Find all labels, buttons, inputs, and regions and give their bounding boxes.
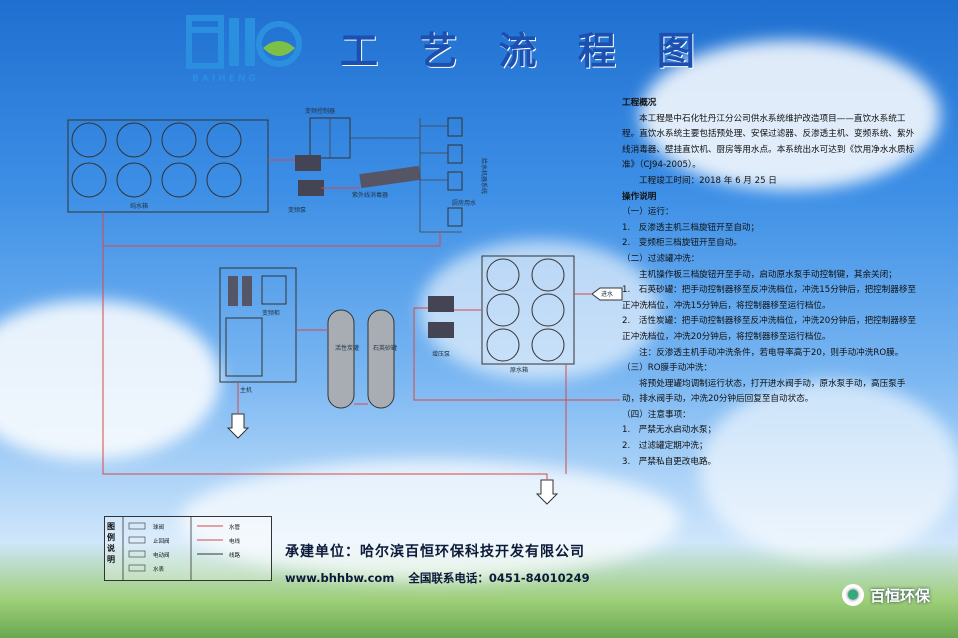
raw-water-tank: 原水箱 [481, 255, 575, 374]
notes-heading-operation: 操作说明 [622, 191, 657, 202]
cloud [180, 460, 680, 580]
label-booster-pump: 增压泵 [432, 350, 450, 358]
label-vf-pump: 变频泵 [288, 206, 306, 214]
cloud [700, 380, 958, 560]
brand-watermark: ● 百恒环保 [841, 584, 930, 606]
legend-item: 水管 [229, 525, 241, 531]
website-link[interactable]: www.bhhbw.com [285, 571, 395, 585]
notes-item: 2. 活性炭罐：把手动控制器移至反冲洗档位，冲洗20分钟后，把控制器移至正冲洗档… [622, 316, 917, 342]
company-logo [185, 12, 305, 92]
notes-item: 2. 过滤罐定期冲洗； [622, 441, 708, 452]
cloud [0, 300, 220, 460]
label-raw-water-tank: 原水箱 [510, 366, 528, 374]
notes-section: （四）注意事项： [622, 409, 691, 420]
notes-section: （二）过滤罐冲洗： [622, 253, 700, 264]
notes-item: 1. 反渗透主机三档旋钮开至自动； [622, 222, 760, 233]
brand-name: 百恒环保 [869, 586, 930, 605]
legend-item: 电动阀 [153, 553, 170, 559]
label-main-machine: 主机 [240, 386, 252, 394]
legend-item: 电线 [229, 539, 241, 545]
label-activated-carbon: 活性炭罐 [335, 344, 359, 352]
notes-completion-date: 工程竣工时间：2018 年 6 月 25 日 [639, 175, 777, 186]
wechat-icon: ● [841, 584, 864, 606]
label-right-2: 厨房用水 [452, 199, 476, 207]
pump-icon [295, 155, 321, 171]
notes-item: 3. 严禁私自更改电路。 [622, 456, 717, 467]
uv-sterilizer-icon [359, 165, 421, 189]
label-inlet: 进水 [601, 290, 613, 298]
notes-overview-text: 本工程是中石化牡丹江分公司供水系统维护改造项目——直饮水系统工程。直饮水系统主要… [622, 113, 915, 171]
contact-line: www.bhhbw.com 全国联系电话：0451-84010249 [285, 570, 600, 586]
legend-item: 水表 [153, 567, 165, 573]
label-pure-water-tank: 纯水箱 [130, 202, 148, 210]
notes-note: 注：反渗透主机手动冲洗条件，若电导率高于20，则手动冲洗RO膜。 [639, 347, 904, 358]
pump-icon [298, 180, 324, 196]
project-notes: 工程概况 本工程是中石化牡丹江分公司供水系统维护改造项目——直饮水系统工程。直饮… [622, 96, 922, 470]
logo-text: BAIHENG [192, 74, 259, 84]
notes-paragraph: 主机操作板三档旋钮开至手动，启动原水泵手动控制键，其余关闭； [639, 269, 897, 280]
notes-item: 1. 石英砂罐：把手动控制器移至反冲洗档位，冲洗15分钟后，把控制器移至正冲洗档… [622, 285, 917, 311]
notes-heading-overview: 工程概况 [622, 98, 657, 108]
notes-paragraph: 将预处理罐均调制运行状态，打开进水阀手动，原水泵手动，高压泵手动，排水阀手动，冲… [622, 378, 906, 405]
pure-water-tank: 纯水箱 [67, 119, 269, 213]
legend-item: 止回阀 [153, 539, 170, 545]
builder-line: 承建单位：哈尔滨百恒环保科技开发有限公司 [285, 544, 585, 560]
notes-item: 2. 变频柜三档旋钮开至自动。 [622, 238, 742, 249]
notes-section: （一）运行： [622, 207, 674, 218]
legend-box: 图例说明 球阀 水管 止回阀 电线 电动阀 线路 水表 [104, 516, 272, 581]
cloud [640, 40, 940, 190]
label-vf-controller: 变频控制器 [305, 107, 335, 115]
label-uv-sterilizer: 紫外线消毒器 [352, 191, 388, 199]
label-right-1: 给水机器系统 [480, 158, 488, 194]
label-quartz-sand: 石英砂罐 [373, 344, 397, 352]
page-title: 工 艺 流 程 图 [340, 28, 709, 73]
legend-title: 图例说明 [107, 522, 115, 564]
legend-item: 线路 [229, 553, 241, 559]
legend-item: 球阀 [153, 525, 165, 531]
notes-item: 1. 严禁无水启动水泵； [622, 425, 717, 436]
phone-number: 全国联系电话：0451-84010249 [408, 571, 590, 585]
label-vf-cabinet: 变频柜 [262, 309, 280, 317]
notes-section: （三）RO膜手动冲洗： [622, 363, 713, 374]
